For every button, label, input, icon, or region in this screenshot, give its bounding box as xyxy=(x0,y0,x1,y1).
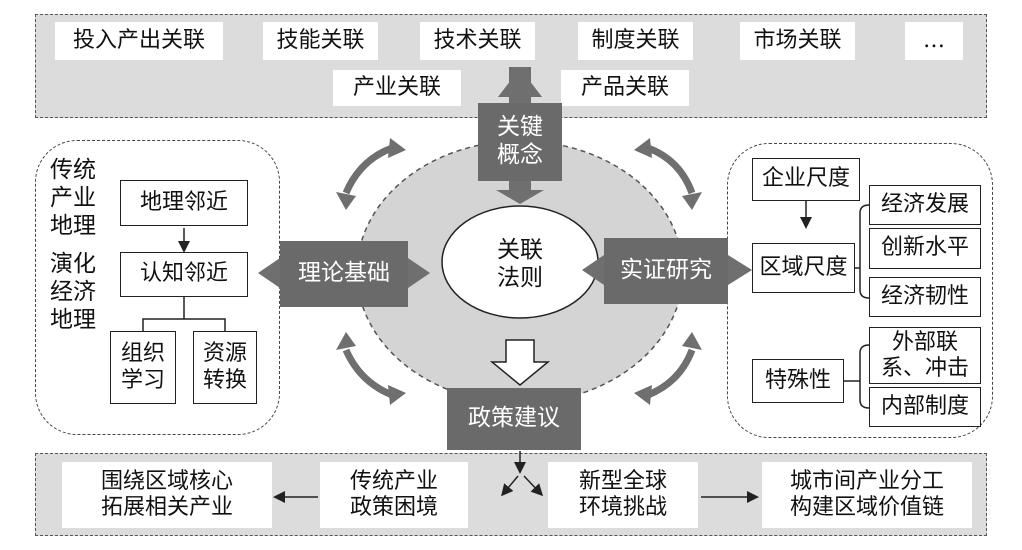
regional-scale-box: 区域尺度 xyxy=(752,243,855,293)
industry-association: 产业关联 xyxy=(333,70,461,106)
evolutionary-economic-geography: 演化 经济 地理 xyxy=(50,251,96,333)
ellipsis-item: … xyxy=(905,22,963,60)
key-concept-box: 关键 概念 xyxy=(478,103,562,181)
empirical-research-box: 实证研究 xyxy=(604,238,728,304)
empirical-arrow-right xyxy=(728,255,752,285)
traditional-industry-geography: 传统 产业 地理 xyxy=(50,157,96,239)
enterprise-scale-box: 企业尺度 xyxy=(752,158,860,201)
internal-system-box: 内部制度 xyxy=(869,387,981,427)
policy-advice-box: 政策建议 xyxy=(447,388,581,450)
particularity-box: 特殊性 xyxy=(752,359,844,403)
global-challenge-box: 新型全球 环境挑战 xyxy=(548,462,698,528)
core-law-label: 关联 法则 xyxy=(497,237,543,291)
skill-association: 技能关联 xyxy=(263,22,378,60)
technology-association: 技术关联 xyxy=(420,22,535,60)
empirical-arrow-left xyxy=(582,255,604,285)
economic-development-box: 经济发展 xyxy=(869,185,981,225)
input-output-association: 投入产出关联 xyxy=(55,22,223,60)
traditional-policy-dilemma-box: 传统产业 政策困境 xyxy=(320,462,468,528)
theory-arrow-right xyxy=(408,258,430,288)
institution-association: 制度关联 xyxy=(578,22,693,60)
cognitive-proximity-box: 认知邻近 xyxy=(120,252,248,297)
economic-resilience-box: 经济韧性 xyxy=(869,277,981,317)
theory-basis-box: 理论基础 xyxy=(280,241,408,307)
hollow-down-arrow xyxy=(489,339,551,386)
core-industry-box: 围绕区域核心 拓展相关产业 xyxy=(62,462,272,528)
market-association: 市场关联 xyxy=(740,22,855,60)
product-association: 产品关联 xyxy=(561,70,689,106)
value-chain-box: 城市间产业分工 构建区域价值链 xyxy=(762,462,972,528)
geographic-proximity-box: 地理邻近 xyxy=(120,180,248,226)
theory-arrow-left xyxy=(258,258,280,288)
external-shock-box: 外部联 系、冲击 xyxy=(869,327,981,384)
organizational-learning-box: 组织 学习 xyxy=(110,331,176,404)
innovation-level-box: 创新水平 xyxy=(869,228,981,269)
resource-transformation-box: 资源 转换 xyxy=(193,331,257,404)
